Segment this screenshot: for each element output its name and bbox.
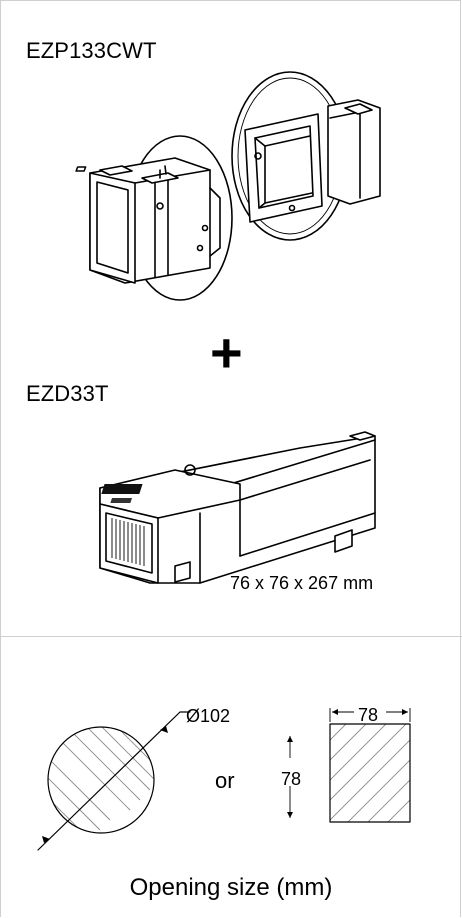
ezd33t-product-drawing: [99, 431, 376, 584]
opening-size-caption: Opening size (mm): [129, 874, 333, 901]
round-opening-drawing: [37, 711, 191, 851]
round-diameter-label: Ø102: [186, 706, 231, 726]
ezp133cwt-product-drawing: [75, 71, 381, 301]
section-divider: [0, 636, 462, 637]
or-connector: or: [215, 768, 235, 793]
product-model-ezp133cwt: EZP133CWT: [26, 38, 157, 63]
product-model-ezd33t: EZD33T: [26, 381, 109, 406]
square-width-label: 78: [358, 705, 379, 725]
square-height-label: 78: [281, 769, 302, 789]
plus-symbol: +: [210, 321, 243, 384]
ezd33t-dimensions: 76 x 76 x 267 mm: [230, 573, 374, 593]
square-opening-drawing: [287, 708, 411, 823]
